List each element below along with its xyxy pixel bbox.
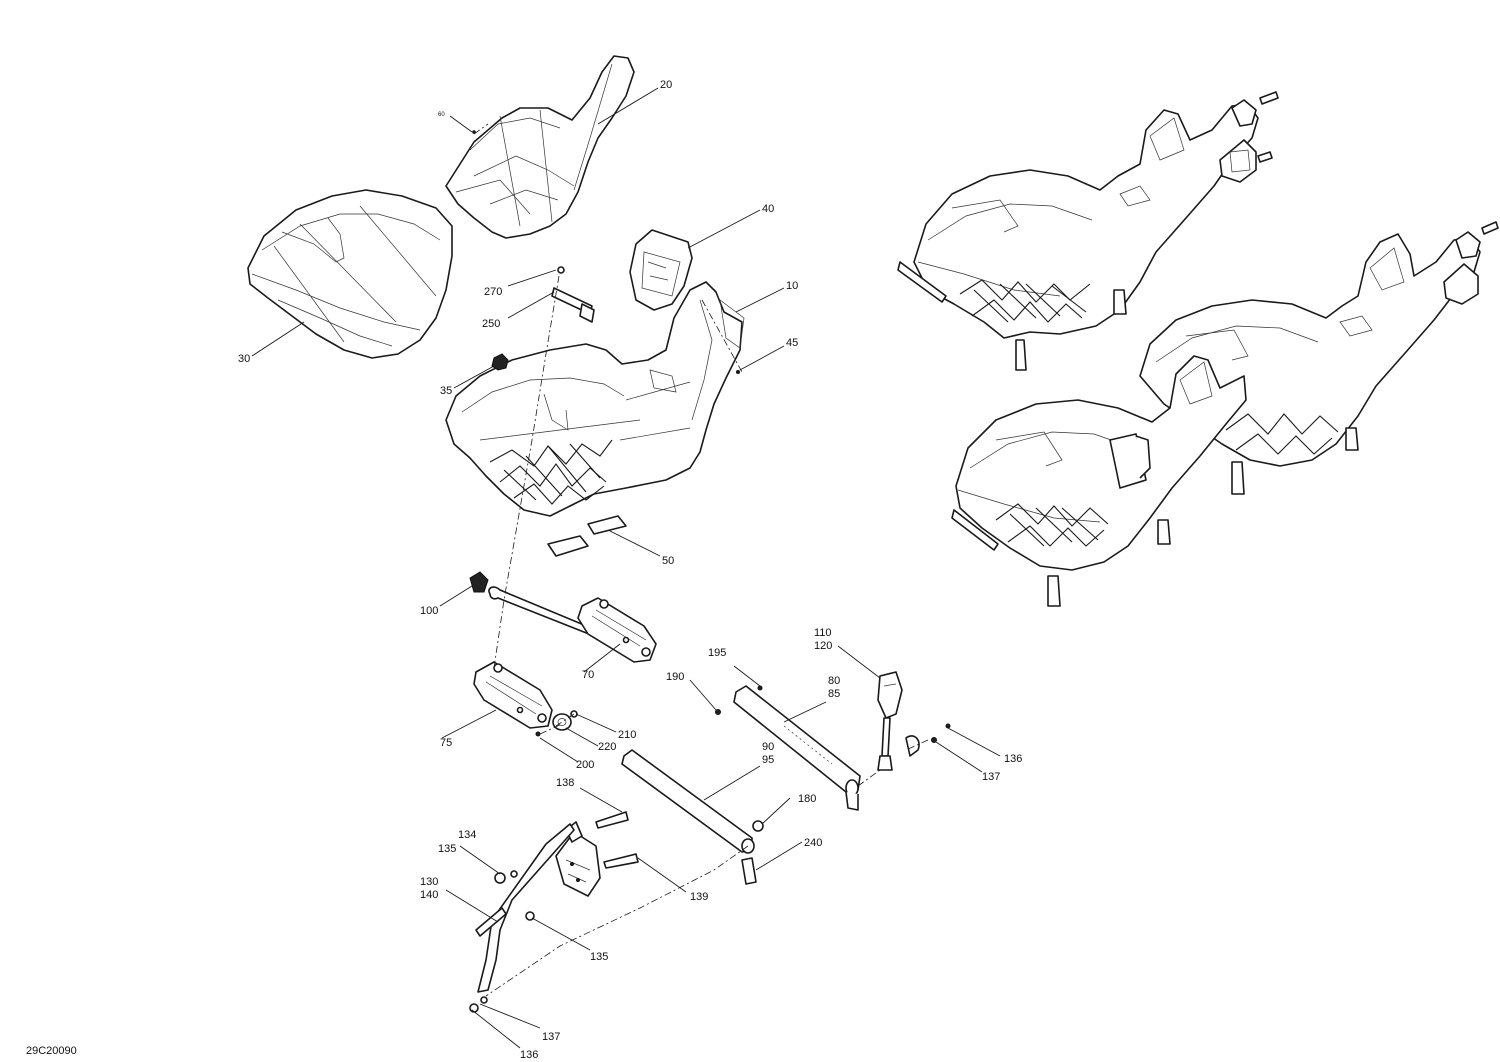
- callout-134: 134: [458, 829, 476, 841]
- small-hardware: [472, 130, 740, 374]
- callout-137-upper: 137: [982, 771, 1000, 783]
- callout-60: 60: [438, 112, 445, 118]
- retractor-belt-part: [469, 811, 639, 1013]
- release-rod-part: [469, 571, 597, 637]
- callout-100: 100: [420, 605, 438, 617]
- leader-lines: [251, 87, 1001, 1049]
- callout-200: 200: [576, 759, 594, 771]
- roller-hardware: [535, 710, 578, 737]
- callout-45: 45: [786, 337, 798, 349]
- callout-35: 35: [440, 385, 452, 397]
- diagram-reference-code: 29C20090: [26, 1045, 77, 1057]
- assembled-seat-view-upper: [897, 91, 1279, 371]
- callout-85: 85: [828, 688, 840, 700]
- assembly-lines: [473, 123, 929, 997]
- callout-135-lower: 135: [590, 951, 608, 963]
- callout-40: 40: [762, 203, 774, 215]
- callout-135-upper: 135: [438, 843, 456, 855]
- backrest-cushion-part: [445, 55, 635, 239]
- callout-labels: 20 60 30 35 40 10 45 270 250 50 100 70 7…: [26, 79, 1022, 1061]
- callout-270: 270: [484, 286, 502, 298]
- callout-190: 190: [666, 671, 684, 683]
- callout-95: 95: [762, 754, 774, 766]
- callout-139: 139: [690, 891, 708, 903]
- callout-75: 75: [440, 737, 452, 749]
- callout-140: 140: [420, 889, 438, 901]
- seat-belt-buckle-part: [877, 671, 951, 771]
- callout-30: 30: [238, 353, 250, 365]
- callout-120: 120: [814, 640, 832, 652]
- callout-20: 20: [660, 79, 672, 91]
- callout-80: 80: [828, 675, 840, 687]
- callout-195: 195: [708, 647, 726, 659]
- callout-136-upper: 136: [1004, 753, 1022, 765]
- rear-cross-tube-part: [621, 749, 764, 885]
- front-cross-tube-part: [715, 685, 861, 811]
- callout-210: 210: [618, 729, 636, 741]
- callout-130: 130: [420, 876, 438, 888]
- callout-50: 50: [662, 555, 674, 567]
- callout-220: 220: [598, 741, 616, 753]
- callout-250: 250: [482, 318, 500, 330]
- callout-138: 138: [556, 777, 574, 789]
- callout-90: 90: [762, 741, 774, 753]
- slide-rail-right-part: [577, 597, 657, 663]
- callout-240: 240: [804, 837, 822, 849]
- label-decals-part: [547, 515, 627, 557]
- callout-10: 10: [786, 280, 798, 292]
- callout-136-lower: 136: [520, 1049, 538, 1061]
- callout-137-lower: 137: [542, 1031, 560, 1043]
- slide-rail-left-part: [473, 661, 553, 729]
- callout-110: 110: [814, 627, 832, 639]
- seat-cushion-part: [247, 189, 453, 359]
- assembled-seat-pair-view: [951, 221, 1499, 607]
- callout-180: 180: [798, 793, 816, 805]
- head-pad-part: [629, 229, 693, 311]
- callout-70: 70: [582, 669, 594, 681]
